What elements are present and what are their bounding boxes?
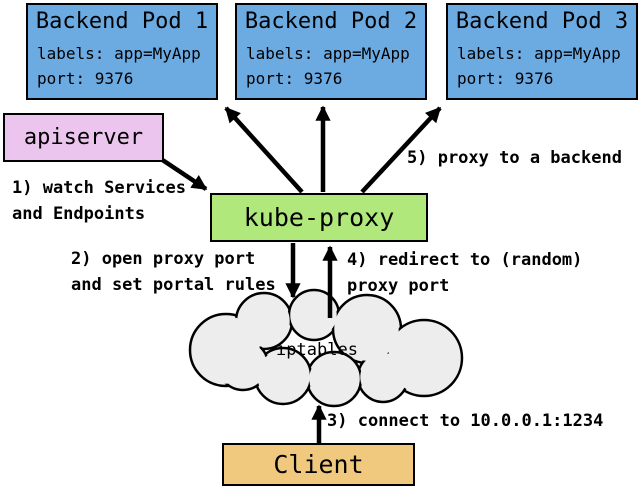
- arrow-proxy-to-pod-1: [224, 106, 304, 194]
- pod-port: port: 9376: [37, 69, 134, 88]
- pod-labels: labels: app=MyApp: [246, 44, 410, 63]
- backend-pod-2-box: Backend Pod 2 labels: app=MyApp port: 93…: [235, 3, 427, 100]
- arrow-watch-services: [156, 155, 208, 191]
- pod-labels: labels: app=MyApp: [457, 44, 621, 63]
- pod-port: port: 9376: [457, 69, 554, 88]
- kube-proxy-box: kube-proxy: [210, 193, 428, 242]
- backend-pod-3-box: Backend Pod 3 labels: app=MyApp port: 93…: [446, 3, 638, 100]
- annotation-step-1-watch-services: 1) watch Services and Endpoints: [12, 178, 186, 224]
- apiserver-box: apiserver: [3, 113, 164, 162]
- arrow-proxy-to-pod-3: [360, 106, 442, 194]
- annotation-step-5-proxy-backend: 5) proxy to a backend: [407, 148, 622, 168]
- pod-title: Backend Pod 2: [244, 9, 418, 34]
- annotation-step-2-open-proxy-port: 2) open proxy port and set portal rules: [71, 249, 276, 295]
- pod-title: Backend Pod 3: [455, 9, 629, 34]
- backend-pod-1-box: Backend Pod 1 labels: app=MyApp port: 93…: [26, 3, 218, 100]
- iptables-label: iptables: [276, 340, 358, 360]
- pod-port: port: 9376: [246, 69, 343, 88]
- annotation-step-3-connect: 3) connect to 10.0.0.1:1234: [327, 411, 604, 431]
- pod-labels: labels: app=MyApp: [37, 44, 201, 63]
- annotation-step-4-redirect: 4) redirect to (random) proxy port: [347, 250, 583, 296]
- iptables-cloud: [188, 288, 464, 408]
- pod-title: Backend Pod 1: [35, 9, 209, 34]
- client-box: Client: [222, 443, 415, 486]
